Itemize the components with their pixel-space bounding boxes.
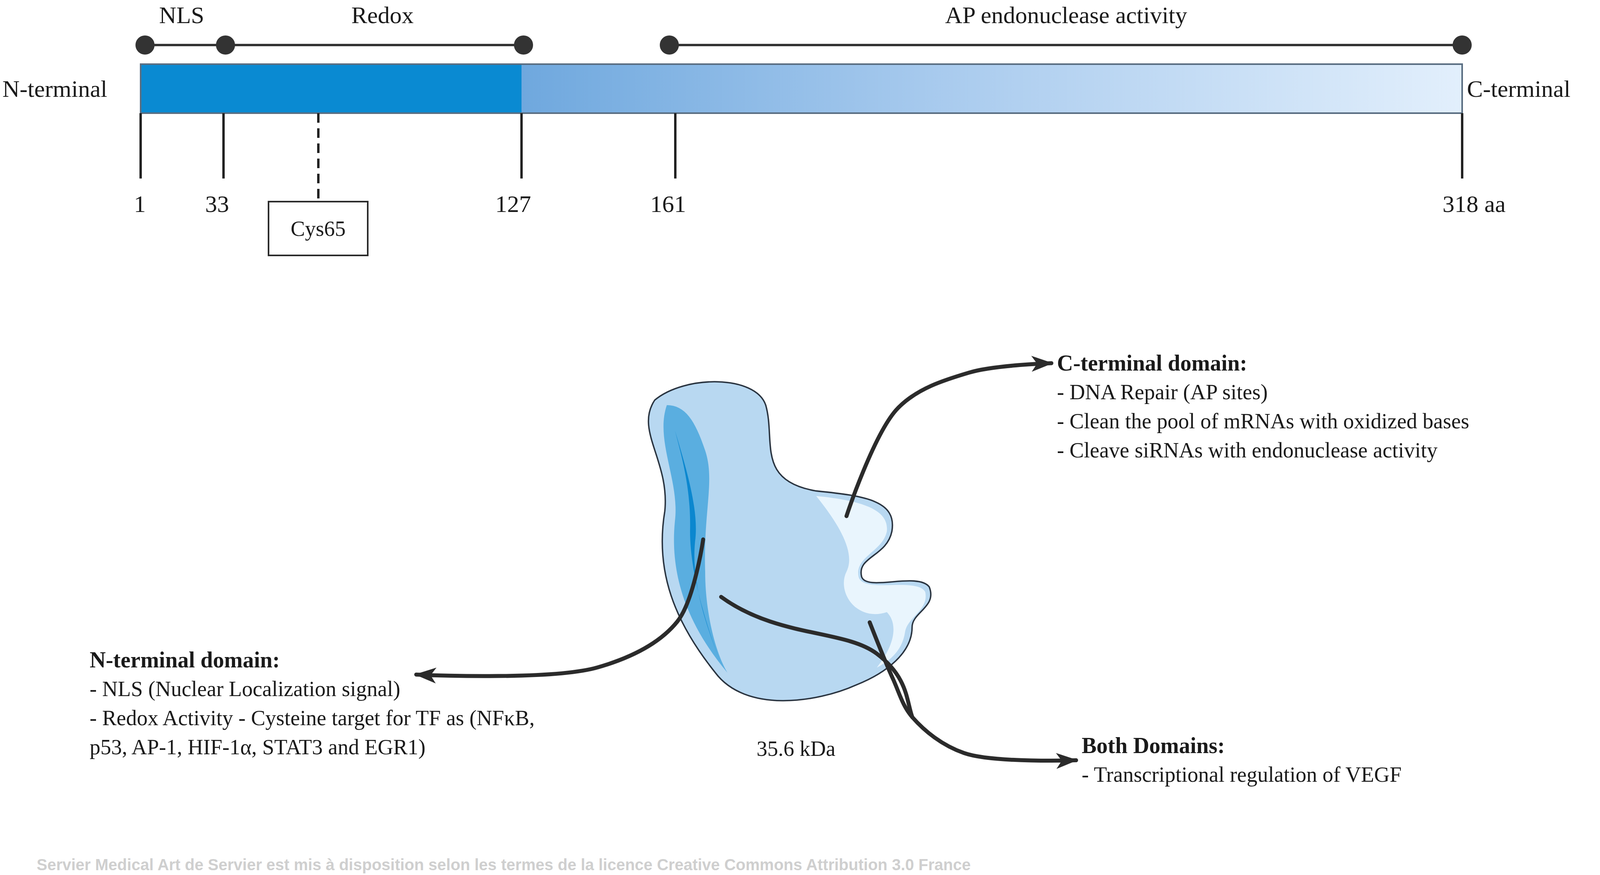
function-item: - Clean the pool of mRNAs with oxidized … bbox=[1056, 406, 1470, 436]
terminus-label: N-terminal bbox=[2, 75, 108, 103]
function-item: - DNA Repair (AP sites) bbox=[1056, 377, 1268, 407]
protein-illustration bbox=[644, 374, 948, 706]
terminus-label: C-terminal bbox=[1466, 75, 1571, 103]
tick bbox=[520, 113, 523, 179]
domain-text-block: N-terminal domain:- NLS (Nuclear Localiz… bbox=[89, 645, 548, 762]
molecular-weight: 35.6 kDa bbox=[756, 736, 836, 761]
function-item: - Cleave siRNAs with endonuclease activi… bbox=[1056, 435, 1438, 465]
connector-arrow bbox=[869, 622, 1077, 761]
residue-number: 1 bbox=[133, 190, 146, 218]
protein-dark-shade bbox=[674, 430, 721, 663]
bar-outline bbox=[140, 64, 1463, 114]
domain-name: AP endonuclease activity bbox=[945, 1, 1188, 30]
connector-arrow bbox=[846, 363, 1052, 517]
domain-text-block: Both Domains:- Transcriptional regulatio… bbox=[1081, 731, 1520, 790]
dot bbox=[215, 35, 236, 55]
function-item: - NLS (Nuclear Localization signal) bbox=[89, 674, 401, 704]
domain-heading: N-terminal domain: bbox=[89, 645, 281, 675]
tick bbox=[139, 113, 142, 179]
watermark: Servier Medical Art de Servier est mis à… bbox=[36, 855, 971, 874]
residue-number: 161 bbox=[650, 190, 687, 218]
tick bbox=[674, 113, 677, 179]
dot bbox=[659, 35, 679, 55]
c-terminal-segment bbox=[521, 64, 1463, 114]
residue-number: 33 bbox=[205, 190, 230, 218]
residue-box: Cys65 bbox=[267, 200, 369, 257]
n-terminal-segment bbox=[140, 64, 522, 114]
protein-outline bbox=[648, 381, 932, 701]
dot bbox=[1452, 35, 1472, 55]
dot bbox=[135, 35, 155, 55]
protein-shade bbox=[663, 405, 728, 673]
function-item: - Redox Activity - Cysteine target for T… bbox=[89, 703, 548, 762]
domain-text-block: C-terminal domain:- DNA Repair (AP sites… bbox=[1056, 348, 1528, 465]
domain-heading: C-terminal domain: bbox=[1056, 348, 1248, 378]
connector-arrow bbox=[416, 539, 704, 677]
tick bbox=[1460, 113, 1464, 179]
protein-body bbox=[648, 381, 932, 701]
dashed-leader bbox=[317, 113, 320, 201]
bracket-line bbox=[145, 43, 524, 47]
dot bbox=[513, 35, 534, 55]
tick bbox=[222, 113, 225, 179]
residue-number: 127 bbox=[495, 190, 532, 218]
domain-brackets bbox=[145, 43, 1463, 47]
function-item: - Transcriptional regulation of VEGF bbox=[1081, 760, 1402, 790]
bracket-dots bbox=[135, 35, 1472, 55]
residue-number: 318 aa bbox=[1442, 190, 1506, 218]
bracket-line bbox=[669, 43, 1463, 47]
residue-name: Cys65 bbox=[290, 216, 346, 242]
domain-name: NLS bbox=[158, 1, 204, 30]
tick-marks bbox=[140, 113, 1463, 179]
domain-name: Redox bbox=[351, 1, 414, 30]
domain-heading: Both Domains: bbox=[1081, 731, 1225, 761]
